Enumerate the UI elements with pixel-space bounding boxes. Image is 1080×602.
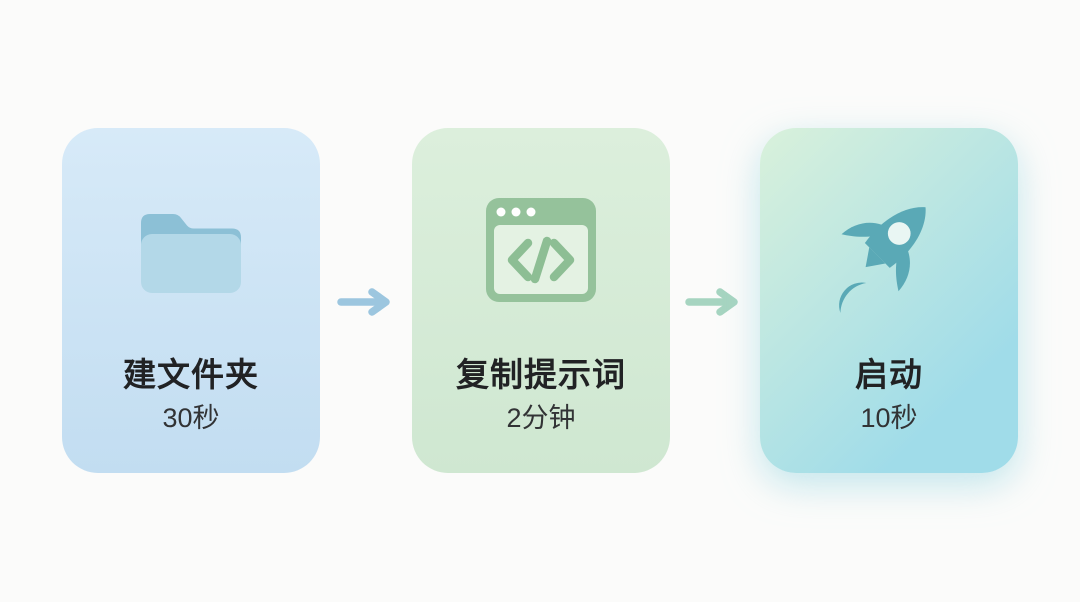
folder-icon [137,207,245,302]
step-card-launch: 启动 10秒 [760,128,1018,473]
arrow-right-icon [685,288,743,321]
code-window-icon [484,196,598,309]
rocket-icon [827,190,951,319]
step-card-copy-prompt: 复制提示词 2分钟 [412,128,670,473]
step-title: 启动 [855,356,923,393]
step-duration: 2分钟 [506,403,576,433]
step-title: 复制提示词 [456,356,626,393]
step-card-create-folder: 建文件夹 30秒 [62,128,320,473]
arrow-right-icon [337,288,395,321]
step-title: 建文件夹 [123,356,259,393]
step-duration: 30秒 [162,403,220,433]
step-duration: 10秒 [860,403,918,433]
